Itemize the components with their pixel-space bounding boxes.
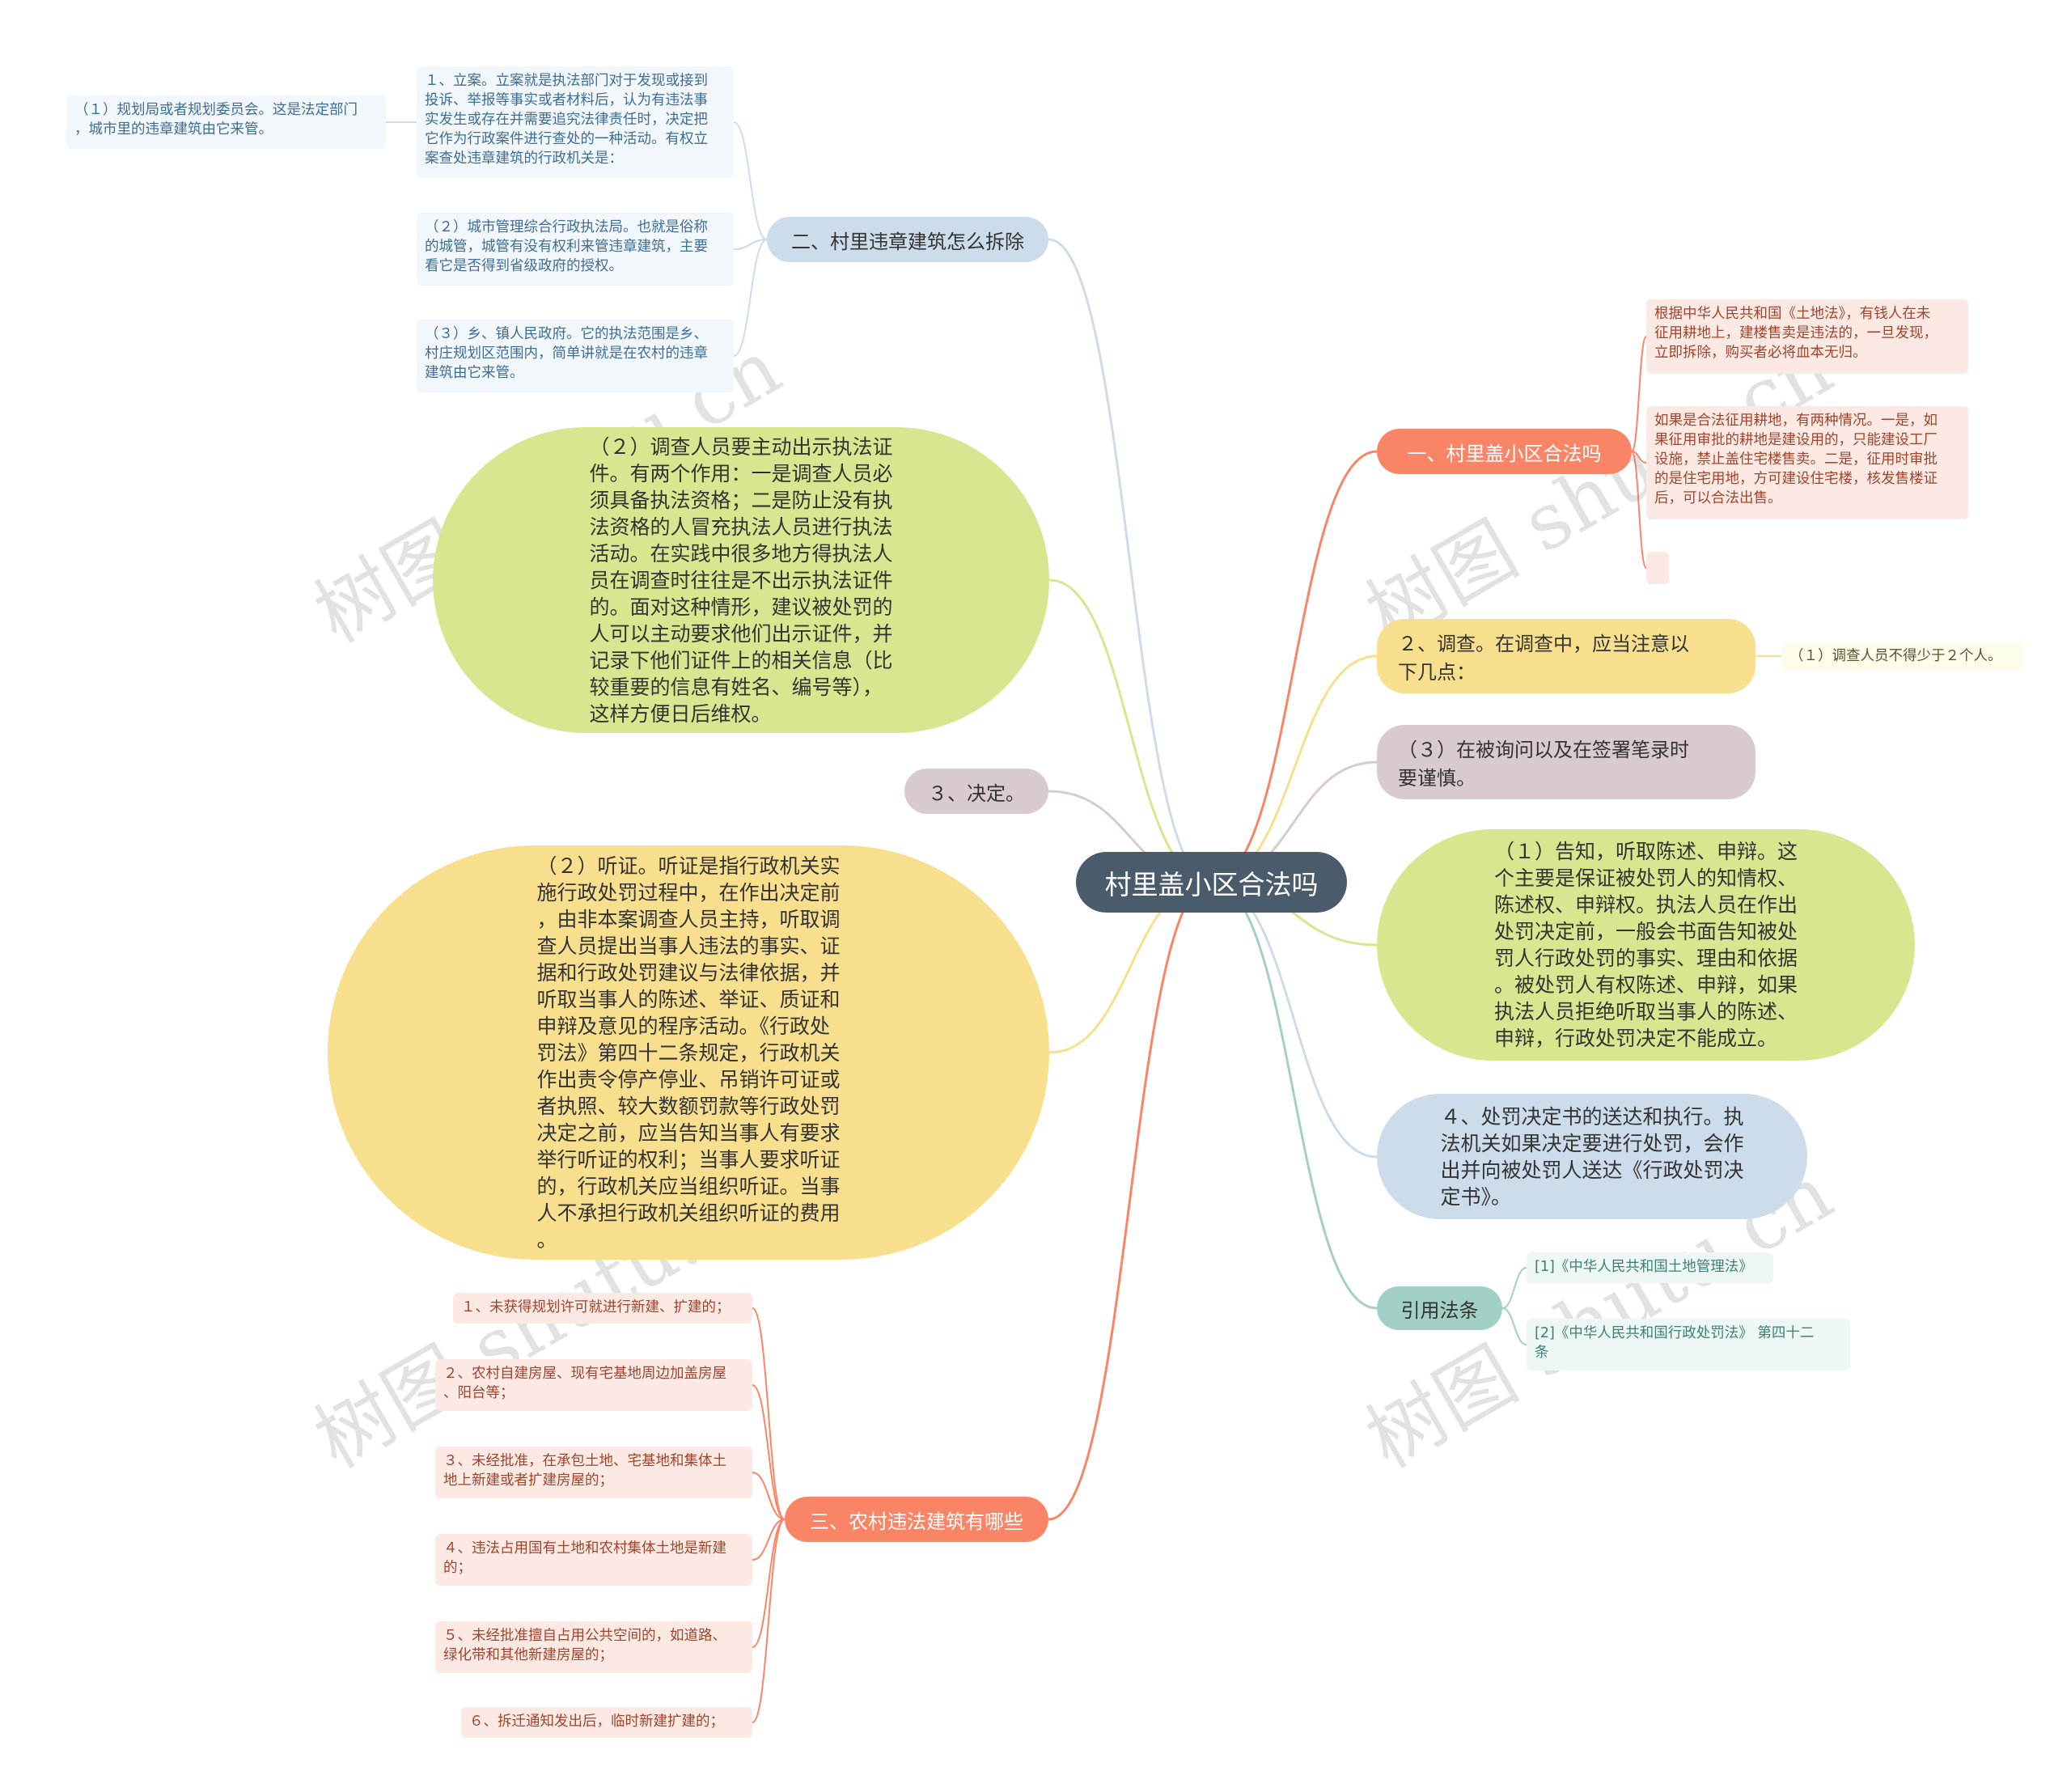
- link-l5-leaf6: [752, 1519, 786, 1723]
- link-l5-leaf4: [752, 1519, 786, 1561]
- leaf-illegal-type-4: ４、违法占用国有土地和农村集体土地是新建 的；: [435, 1534, 752, 1586]
- leaf-illegal-type-1: １、未获得规划许可就进行新建、扩建的；: [453, 1293, 752, 1324]
- link-l5-leaf5: [752, 1519, 786, 1648]
- leaf-illegal-type-2: ２、农村自建房屋、现有宅基地周边加盖房屋 、阳台等；: [435, 1359, 752, 1411]
- link-center-right6: [1210, 880, 1378, 1310]
- branch-village-community-legal[interactable]: 一、村里盖小区合法吗: [1377, 429, 1632, 474]
- branch-decision[interactable]: ３、决定。: [904, 769, 1048, 814]
- leaf-illegal-type-3: ３、未经批准，在承包土地、宅基地和集体土 地上新建或者扩建房屋的；: [435, 1447, 752, 1498]
- branch-investigation[interactable]: ２、调查。在调查中，应当注意以 下几点：: [1377, 619, 1755, 693]
- link-r6-leaf2: [1501, 1307, 1527, 1345]
- leaf-land-law-illegal-sale: 根据中华人民共和国《土地法》，有钱人在未 征用耕地上，建楼售卖是违法的，一旦发现…: [1646, 299, 1968, 374]
- link-l5-leaf2: [752, 1384, 786, 1520]
- branch-careful-signing[interactable]: （３）在被询问以及在签署笔录时 要谨慎。: [1377, 725, 1755, 799]
- leaf-illegal-type-6: ６、拆迁通知发出后，临时新建扩建的；: [461, 1707, 752, 1738]
- leaf-filing-case: １、立案。立案就是执法部门对于发现或接到 投诉、举报等事实或者材料后，认为有违法…: [417, 66, 734, 178]
- branch-decision-delivery[interactable]: ４、处罚决定书的送达和执行。执 法机关如果决定要进行处罚，会作 出并向被处罚人送…: [1377, 1094, 1807, 1219]
- link-l5-leaf1: [752, 1307, 786, 1520]
- link-l1-leaf3: [733, 239, 768, 357]
- branch-notify-hear-statement[interactable]: （１）告知，听取陈述、申辩。这 个主要是保证被处罚人的知情权、 陈述权、申辩权。…: [1377, 829, 1915, 1061]
- leaf-planning-bureau: （１）规划局或者规划委员会。这是法定部门 ，城市里的违章建筑由它来管。: [66, 95, 386, 149]
- link-r1-leaf3: [1631, 451, 1647, 569]
- link-center-right2: [1210, 655, 1378, 883]
- link-r1-leaf1: [1631, 336, 1647, 452]
- link-center-right1: [1210, 450, 1378, 883]
- link-l1-leaf2: [733, 239, 768, 250]
- link-l1-leaf1: [733, 121, 768, 240]
- link-r1-leaf2: [1631, 451, 1647, 464]
- leaf-illegal-type-5: ５、未经批准擅自占用公共空间的，如道路、 绿化带和其他新建房屋的；: [435, 1621, 752, 1673]
- link-center-left5: [1048, 880, 1212, 1521]
- leaf-administrative-penalty-law[interactable]: [2]《中华人民共和国行政处罚法》 第四十二 条: [1527, 1319, 1850, 1370]
- branch-demolish-illegal-buildings[interactable]: 二、村里违章建筑怎么拆除: [767, 217, 1048, 262]
- link-center-left1: [1048, 238, 1212, 883]
- branch-illegal-building-types[interactable]: 三、农村违法建筑有哪些: [785, 1497, 1048, 1542]
- leaf-urban-management: （２）城市管理综合行政执法局。也就是俗称 的城管，城管有没有权利来管违章建筑，主…: [417, 213, 734, 286]
- branch-cited-laws[interactable]: 引用法条: [1377, 1286, 1502, 1330]
- leaf-investigators-count: （１）调查人员不得少于２个人。: [1781, 642, 2024, 671]
- link-l5-leaf3: [752, 1472, 786, 1520]
- leaf-township-government: （３）乡、镇人民政府。它的执法范围是乡、 村庄规划区范围内，简单讲就是在农村的违…: [417, 320, 734, 392]
- leaf-legal-land-requisition: 如果是合法征用耕地，有两种情况。一是，如 果征用审批的耕地是建设用的，只能建设工…: [1646, 406, 1968, 519]
- leaf-land-management-law[interactable]: [1]《中华人民共和国土地管理法》: [1527, 1252, 1773, 1283]
- leaf-empty: [1646, 552, 1669, 584]
- link-center-right5: [1210, 880, 1378, 1159]
- central-topic[interactable]: 村里盖小区合法吗: [1076, 852, 1347, 913]
- link-r6-leaf1: [1501, 1267, 1527, 1309]
- branch-show-credentials[interactable]: （２）调查人员要主动出示执法证 件。有两个作用：一是调查人员必 须具备执法资格；…: [433, 427, 1049, 733]
- branch-hearing[interactable]: （２）听证。听证是指行政机关实 施行政处罚过程中，在作出决定前 ，由非本案调查人…: [328, 845, 1049, 1260]
